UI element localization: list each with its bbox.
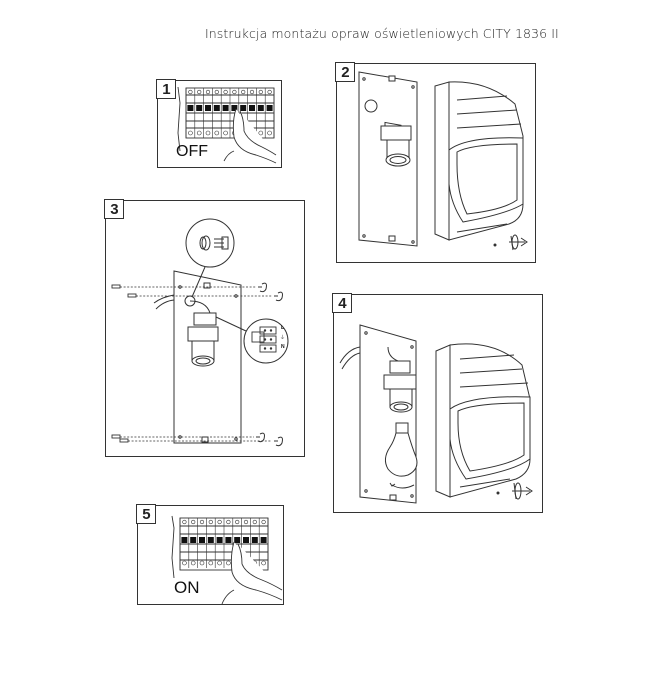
terminal-screw	[243, 519, 249, 525]
terminal-screw	[267, 89, 272, 95]
breaker-switch	[257, 105, 264, 111]
terminal-screw	[267, 130, 272, 136]
terminal-label-earth: ⏚	[280, 335, 286, 341]
terminal-screw	[258, 89, 263, 95]
screw-turn-icon	[509, 234, 528, 251]
breaker-switch	[190, 537, 197, 543]
terminal-screw	[261, 560, 266, 566]
breaker-switch	[205, 105, 211, 111]
step-number: 3	[104, 199, 125, 220]
breaker-switch	[240, 105, 247, 111]
terminal-screw	[217, 560, 222, 566]
bulb-insertion-illustration	[339, 324, 533, 504]
breaker-switch	[222, 105, 229, 111]
breaker-switch	[207, 537, 214, 543]
breaker-switch	[260, 537, 267, 543]
terminal-screw	[191, 519, 196, 525]
terminal-screw	[182, 519, 187, 525]
step-1-panel: 1 OFF	[156, 79, 282, 168]
terminal-screw	[205, 89, 211, 95]
breaker-switch	[234, 537, 241, 543]
terminal-screw	[223, 130, 228, 136]
step-number: 1	[156, 79, 177, 100]
step-caption-on: ON	[174, 578, 200, 597]
terminal-screw	[226, 560, 231, 566]
terminal-screw	[214, 89, 219, 95]
document-title: Instrukcja montażu opraw oświetleniowych…	[205, 26, 559, 41]
terminal-screw	[182, 560, 187, 566]
screw-turn-icon	[512, 482, 533, 500]
breaker-switch	[187, 105, 194, 111]
breaker-switch	[231, 105, 238, 111]
terminal-screw	[197, 89, 202, 95]
step-3-panel: 3 L ⏚ N	[104, 199, 305, 457]
terminal-screw	[199, 519, 205, 525]
terminal-screw	[232, 89, 237, 95]
breaker-switch	[249, 105, 255, 111]
terminal-screw	[188, 89, 193, 95]
terminal-screw	[208, 560, 214, 566]
breaker-switch	[199, 537, 205, 543]
breaker-switch	[243, 537, 249, 543]
terminal-screw	[226, 519, 231, 525]
terminal-screw	[252, 519, 257, 525]
screwdriver-turn-icons	[256, 282, 283, 447]
breaker-panel-on-illustration	[171, 515, 283, 605]
breaker-switch	[213, 105, 220, 111]
breaker-switch	[266, 105, 273, 111]
housing-removal-illustration	[358, 71, 528, 251]
terminal-screw	[205, 130, 211, 136]
terminal-screw	[241, 89, 246, 95]
terminal-label-neutral: N	[281, 344, 285, 350]
step-caption-off: OFF	[176, 143, 208, 160]
terminal-screw	[223, 89, 228, 95]
breaker-switch	[225, 537, 232, 543]
terminal-screw	[188, 130, 193, 136]
terminal-screw	[249, 89, 255, 95]
terminal-screw	[235, 519, 240, 525]
terminal-screw	[258, 130, 264, 136]
breaker-switch	[181, 537, 188, 543]
breaker-switch	[216, 537, 223, 543]
terminal-screw	[190, 560, 196, 566]
breaker-switch	[251, 537, 258, 543]
terminal-screw	[196, 130, 202, 136]
terminal-screw	[208, 519, 213, 525]
step-4-panel: 4	[332, 293, 543, 513]
breaker-switch	[196, 105, 203, 111]
terminal-screw	[217, 519, 222, 525]
terminal-screw	[199, 560, 205, 566]
terminal-screw	[261, 519, 266, 525]
step-5-panel: 5 ON	[136, 504, 284, 605]
step-2-panel: 2	[335, 62, 536, 263]
step-number: 4	[332, 293, 353, 314]
terminal-screw	[214, 130, 220, 136]
terminal-label-live: L	[281, 325, 285, 331]
step-number: 5	[136, 504, 157, 525]
breaker-panel-off-illustration	[177, 86, 277, 164]
step-number: 2	[335, 62, 356, 83]
wall-mounting-wiring-illustration	[111, 218, 289, 447]
